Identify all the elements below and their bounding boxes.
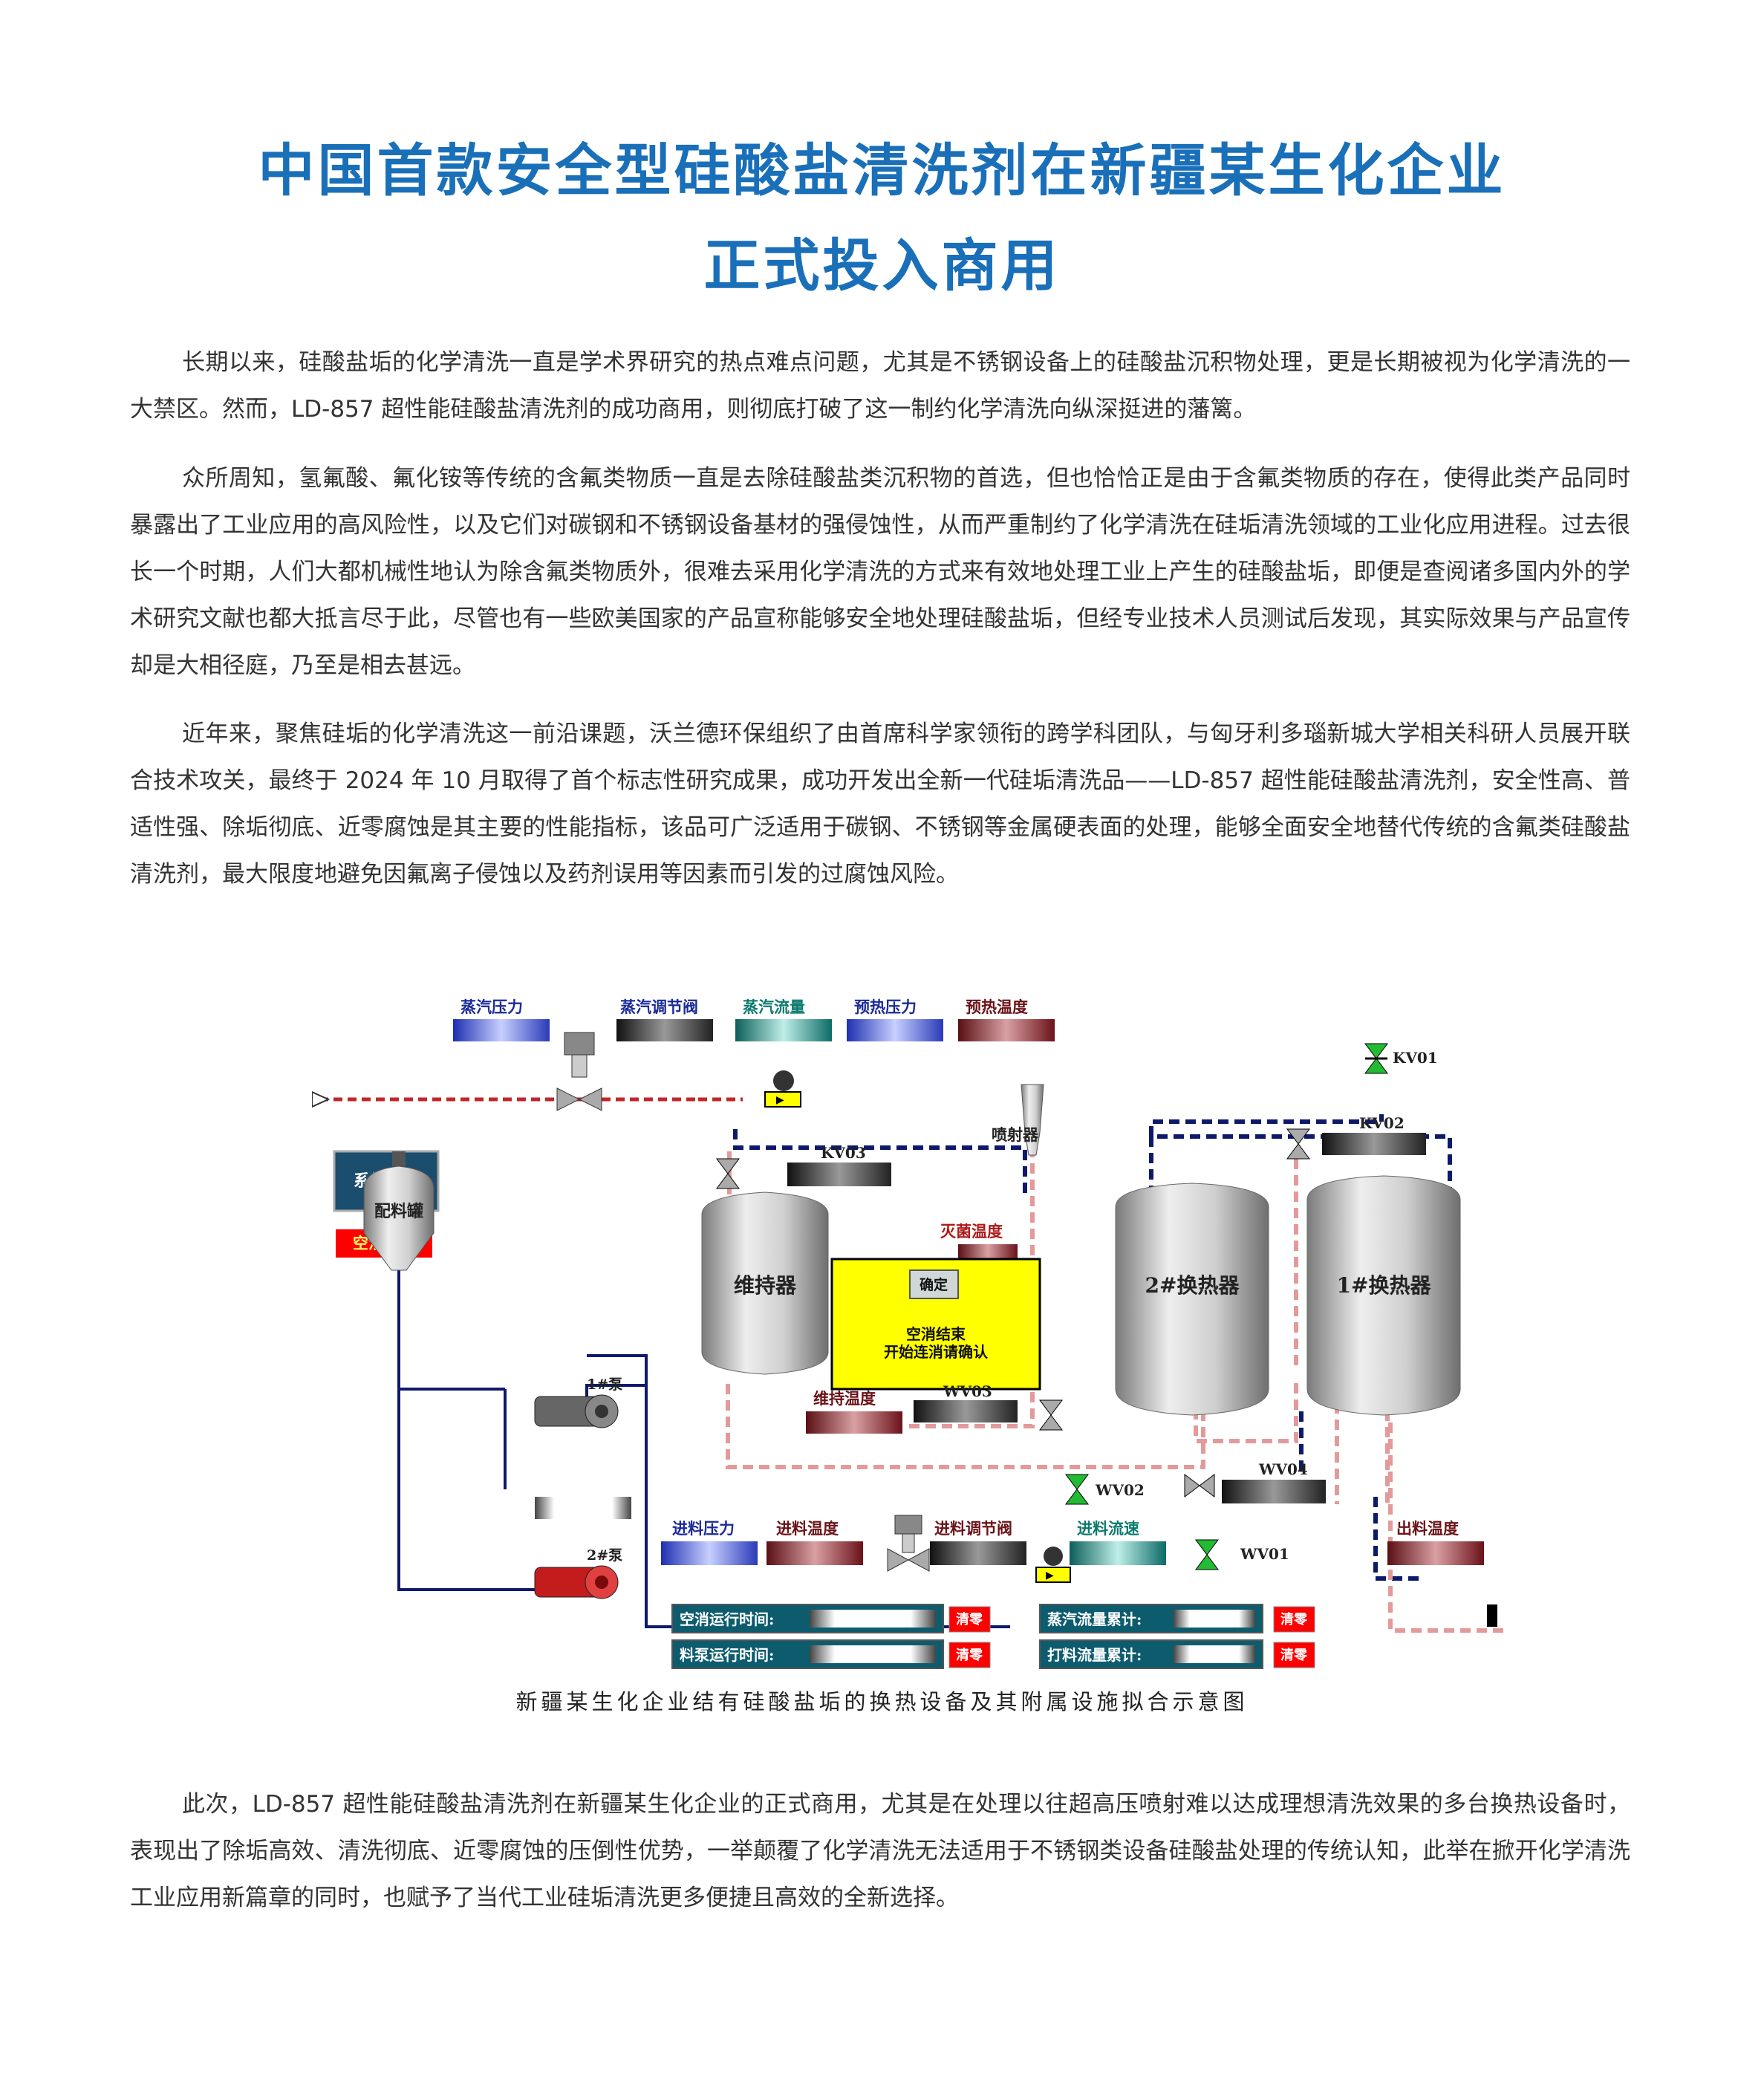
- feed-total-clear-button[interactable]: 清零: [1273, 1642, 1315, 1668]
- injector-icon: [1021, 1084, 1044, 1156]
- paragraph-4: 此次，LD-857 超性能硅酸盐清洗剂在新疆某生化企业的正式商用，尤其是在处理以…: [130, 1791, 1630, 1911]
- paragraph-3: 近年来，聚焦硅垢的化学清洗这一前沿课题，沃兰德环保组织了由首席科学家领衔的跨学科…: [130, 721, 1630, 888]
- feed-total-counter: 打料流量累计:: [1039, 1639, 1263, 1669]
- pump-2-icon: [534, 1565, 619, 1599]
- title-line-1: 中国首款安全型硅酸盐清洗剂在新疆某生化企业: [258, 137, 1506, 204]
- kv01-label: KV01: [1393, 1049, 1438, 1067]
- holder-label: 维持器: [734, 1273, 797, 1298]
- pump-runtime-clear-button[interactable]: 清零: [948, 1642, 991, 1668]
- figure-caption: 新疆某生化企业结有硅酸盐垢的换热设备及其附属设施拟合示意图: [515, 1689, 1249, 1714]
- exchanger-1-label: 1#换热器: [1337, 1273, 1432, 1298]
- steam-total-label: 蒸汽流量累计:: [1047, 1610, 1142, 1628]
- wv01-label: WV01: [1240, 1545, 1289, 1563]
- wv02-label: WV02: [1095, 1481, 1145, 1499]
- injector-label: 喷射器: [992, 1125, 1039, 1144]
- feed-temp-gauge: [767, 1541, 863, 1565]
- feed-flow-label: 进料流速: [1077, 1519, 1139, 1538]
- kv03-gauge: [787, 1163, 891, 1186]
- out-temp-label: 出料温度: [1396, 1519, 1459, 1538]
- wv03-label: WV03: [943, 1382, 992, 1400]
- feed-pressure-gauge: [661, 1541, 758, 1565]
- preheat-temp-label: 预热温度: [966, 998, 1028, 1016]
- hold-temp-label: 维持温度: [813, 1389, 876, 1408]
- edge-indicator: [1487, 1604, 1497, 1627]
- kv01-valve-icon: [1364, 1043, 1388, 1074]
- sterilize-temp-label: 灭菌温度: [940, 1222, 1003, 1241]
- steam-pressure-gauge: [453, 1019, 550, 1041]
- exchanger-2-tank: 2#换热器: [1115, 1183, 1269, 1416]
- exchanger-1-tank: 1#换热器: [1306, 1175, 1461, 1416]
- pump-1-icon: [534, 1394, 619, 1428]
- hold-temp-gauge: [806, 1411, 902, 1434]
- batch-tank: 配料罐: [363, 1151, 435, 1271]
- pink-circuit: [726, 1114, 1508, 1633]
- holder-tank: 维持器: [701, 1191, 829, 1375]
- paragraph-1: 长期以来，硅酸盐垢的化学清洗一直是学术界研究的热点难点问题，尤其是不锈钢设备上的…: [130, 349, 1630, 423]
- batch-tank-label: 配料罐: [374, 1202, 423, 1221]
- confirm-dialog: 确定 空消结束 开始连消请确认: [830, 1258, 1041, 1391]
- feed-total-label: 打料流量累计:: [1047, 1646, 1142, 1664]
- steam-total-clear-label: 清零: [1280, 1612, 1308, 1628]
- blank-runtime-clear-button[interactable]: 清零: [948, 1606, 991, 1633]
- flow-meter-icon: ▶: [764, 1070, 801, 1108]
- preheat-pressure-gauge: [847, 1019, 943, 1041]
- steam-flow-gauge: [735, 1019, 832, 1041]
- confirm-button[interactable]: 确定: [909, 1269, 959, 1299]
- wv01-valve-icon: [1195, 1539, 1219, 1570]
- steam-flow-label: 蒸汽流量: [743, 998, 805, 1016]
- feed-valve-gauge: [930, 1541, 1026, 1565]
- exchanger-2-label: 2#换热器: [1145, 1273, 1240, 1298]
- pump-2-label: 2#泵: [587, 1547, 622, 1564]
- wv04-valve-icon: [1184, 1474, 1215, 1498]
- pump-1-status-gauge: [535, 1497, 631, 1519]
- kv02-gauge: [1322, 1133, 1426, 1155]
- feed-flow-gauge: [1070, 1541, 1166, 1565]
- wv03-valve-icon: [1039, 1399, 1063, 1431]
- feed-valve-label: 进料调节阀: [934, 1519, 1012, 1538]
- steam-valve-gauge: [616, 1019, 713, 1041]
- blank-runtime-counter: 空消运行时间:: [671, 1604, 944, 1633]
- process-diagram: 蒸汽压力 蒸汽调节阀 蒸汽流量 预热压力 预热温度 ▶ 喷射器 KV01 KV0…: [312, 998, 1508, 1669]
- confirm-button-label: 确定: [920, 1276, 948, 1293]
- steam-line: [312, 1090, 743, 1108]
- pump-1-label: 1#泵: [587, 1376, 622, 1393]
- steam-valve-label: 蒸汽调节阀: [620, 998, 698, 1016]
- kv02-label: KV02: [1359, 1114, 1405, 1132]
- pump-runtime-clear-label: 清零: [956, 1648, 983, 1663]
- blank-runtime-clear-label: 清零: [956, 1612, 983, 1628]
- feed-flow-meter-icon: ▶: [1035, 1547, 1071, 1583]
- wv02-valve-icon: [1065, 1474, 1089, 1505]
- feed-control-valve-icon: [887, 1515, 930, 1572]
- out-temp-gauge: [1387, 1541, 1484, 1565]
- feed-temp-label: 进料温度: [776, 1519, 839, 1538]
- preheat-pressure-label: 预热压力: [854, 998, 917, 1016]
- steam-total-counter: 蒸汽流量累计:: [1039, 1604, 1263, 1633]
- svg-text:▶: ▶: [1046, 1570, 1054, 1581]
- kv03-valve-icon: [716, 1158, 740, 1189]
- preheat-temp-gauge: [958, 1019, 1055, 1041]
- dialog-line-2: 开始连消请确认: [884, 1343, 989, 1361]
- title-line-2: 正式投入商用: [703, 233, 1061, 299]
- paragraph-2: 众所周知，氢氟酸、氟化铵等传统的含氟类物质一直是去除硅酸盐类沉积物的首选，但也恰…: [130, 465, 1630, 679]
- feed-pressure-label: 进料压力: [672, 1519, 735, 1538]
- steam-control-valve-icon: [556, 1032, 602, 1111]
- wv04-label: WV04: [1258, 1460, 1308, 1478]
- pump-runtime-counter: 料泵运行时间:: [671, 1639, 944, 1669]
- wv03-gauge: [914, 1400, 1018, 1422]
- feed-total-clear-label: 清零: [1280, 1648, 1308, 1663]
- wv04-gauge: [1222, 1480, 1326, 1503]
- pump-runtime-label: 料泵运行时间:: [680, 1646, 774, 1664]
- svg-text:▶: ▶: [776, 1094, 784, 1106]
- kv02-valve-icon: [1286, 1128, 1310, 1160]
- steam-total-clear-button[interactable]: 清零: [1273, 1606, 1315, 1633]
- blue-circuit: [733, 1114, 1452, 1581]
- kv03-label: KV03: [821, 1144, 866, 1162]
- blank-runtime-label: 空消运行时间:: [680, 1610, 774, 1628]
- steam-pressure-label: 蒸汽压力: [460, 998, 523, 1016]
- dialog-line-1: 空消结束: [906, 1325, 966, 1343]
